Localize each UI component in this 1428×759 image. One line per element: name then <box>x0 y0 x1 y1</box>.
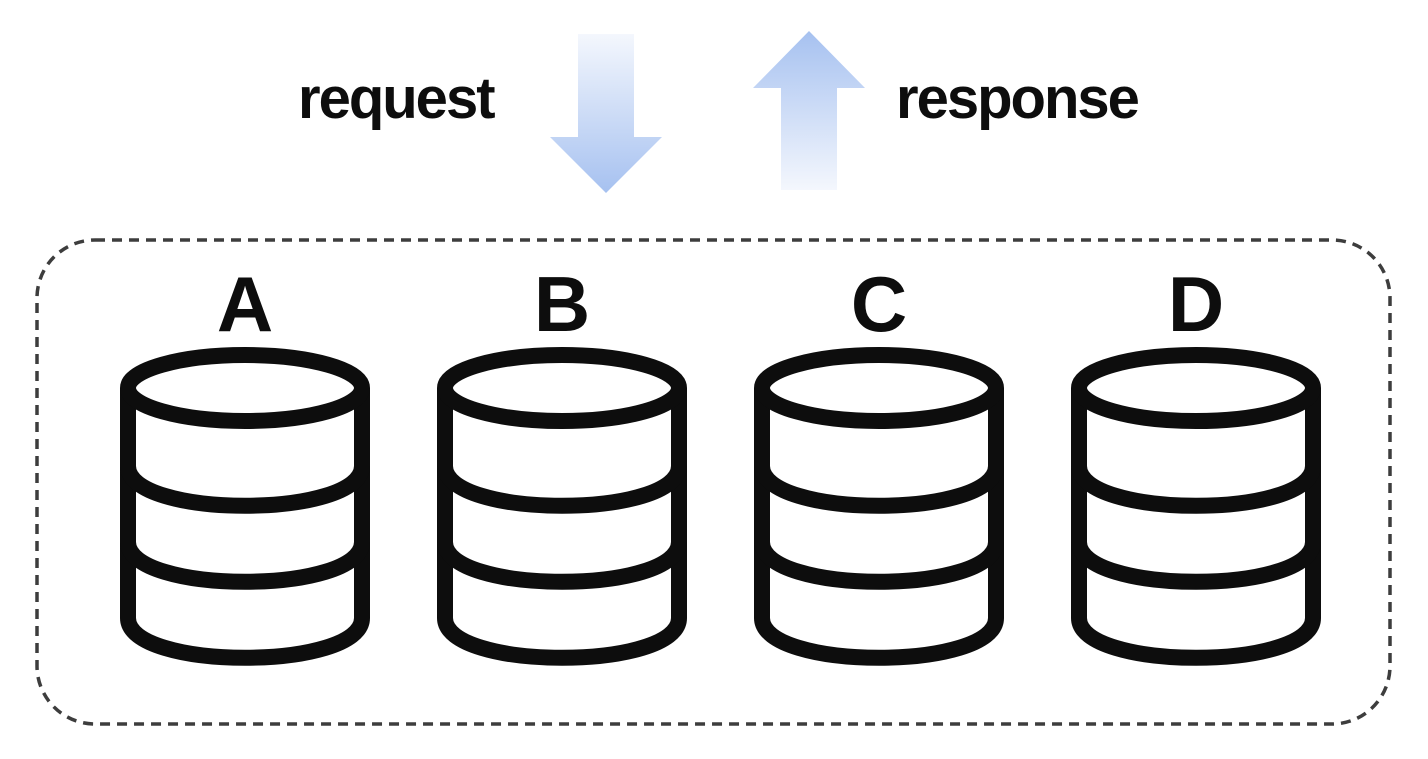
database-icon <box>120 346 370 668</box>
database-b: B <box>437 262 687 668</box>
database-icon <box>437 346 687 668</box>
database-d-label: D <box>1167 260 1225 348</box>
database-a-label: A <box>216 260 274 348</box>
database-c-label: C <box>850 260 908 348</box>
database-icon <box>754 346 1004 668</box>
response-label: response <box>896 66 1140 131</box>
request-arrow-down-icon <box>550 34 662 193</box>
database-c: C <box>754 262 1004 668</box>
database-cluster: A B C D <box>35 238 1393 728</box>
database-a: A <box>120 262 370 668</box>
database-d: D <box>1071 262 1321 668</box>
request-label: request <box>298 66 496 131</box>
database-b-label: B <box>533 260 591 348</box>
response-arrow-up-icon <box>753 31 865 190</box>
database-icon <box>1071 346 1321 668</box>
dashed-border-icon <box>35 238 1392 726</box>
